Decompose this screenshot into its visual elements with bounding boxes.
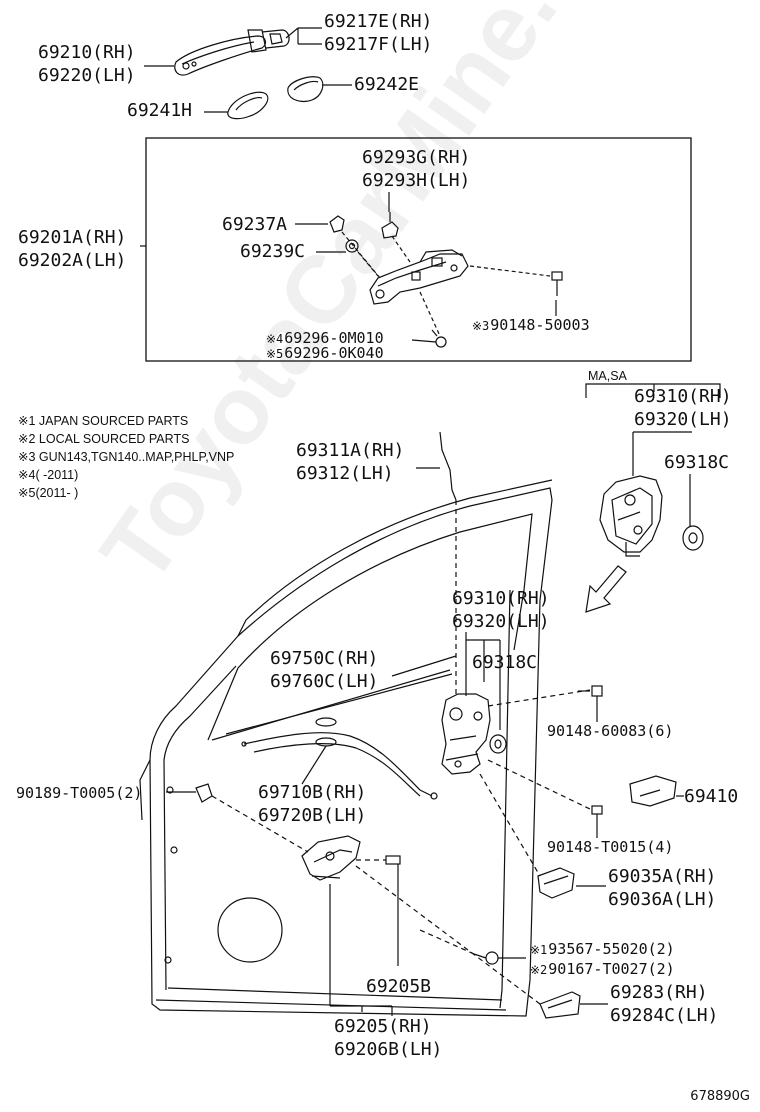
label-outside-handle-rh: 69210(RH) xyxy=(38,42,136,63)
note-mark-4: ※4 xyxy=(266,332,284,346)
note-mark-2: ※2 xyxy=(530,963,548,977)
rod-drawing xyxy=(439,431,457,501)
note-4: ※4( -2011) xyxy=(18,468,79,482)
label-part-69237a: 69237A xyxy=(222,214,288,235)
label-bezel-rh: 69283(RH) xyxy=(610,982,708,1003)
inside-handle-drawing xyxy=(301,835,361,881)
note-5: ※5(2011- ) xyxy=(18,486,79,500)
note-mark-3: ※3 xyxy=(472,319,490,333)
label-cable-rh: 69750C(RH) xyxy=(270,648,379,669)
label-screw-90148-50003: ※390148-50003 xyxy=(472,316,590,334)
lock-assy-top-drawing xyxy=(599,475,663,557)
bezel-drawing xyxy=(539,991,581,1019)
label-rod-rh: 69311A(RH) xyxy=(296,440,405,461)
part-69237a-drawing xyxy=(329,215,345,233)
label-outside-handle-lh: 69220(LH) xyxy=(38,65,136,86)
bracket-69293-drawing xyxy=(381,212,399,239)
label-lock-top-lh: 69320(LH) xyxy=(634,409,732,430)
label-cable2-rh: 69710B(RH) xyxy=(258,782,367,803)
seal-mid-drawing xyxy=(489,734,507,754)
note-3: ※3 GUN143,TGN140..MAP,PHLP,VNP xyxy=(18,450,235,464)
label-frame-lh: 69202A(LH) xyxy=(18,250,127,271)
outside-handle-drawing xyxy=(174,29,290,76)
label-pad-69241h: 69241H xyxy=(127,100,193,121)
label-screw-93567: ※193567-55020(2) xyxy=(530,940,675,958)
screw-90148-50003-drawing xyxy=(551,271,563,296)
label-cover-lh: 69036A(LH) xyxy=(608,889,717,910)
screw-93567-drawing xyxy=(473,951,499,965)
label-handle-cover-lh: 69217F(LH) xyxy=(324,34,433,55)
label-rod-lh: 69312(LH) xyxy=(296,463,394,484)
label-bracket-rh: 69293G(RH) xyxy=(362,147,471,168)
label-screw-90148-t0015: 90148-T0015(4) xyxy=(547,838,674,856)
note-1: ※1 JAPAN SOURCED PARTS xyxy=(18,414,189,428)
label-screw-90148-60083: 90148-60083(6) xyxy=(547,722,674,740)
note-mark-1: ※1 xyxy=(530,943,548,957)
label-frame-rh: 69201A(RH) xyxy=(18,227,127,248)
variant-label: MA,SA xyxy=(588,369,627,383)
part-69205b-drawing xyxy=(385,855,401,966)
pad-69242e-drawing xyxy=(287,76,324,103)
screw-90148-t0015-drawing xyxy=(591,805,603,838)
note-2: ※2 LOCAL SOURCED PARTS xyxy=(18,432,190,446)
label-bezel-lh: 69284C(LH) xyxy=(610,1005,719,1026)
label-lock-mid-rh: 69310(RH) xyxy=(452,588,550,609)
cable-drawing xyxy=(241,717,438,800)
direction-arrow-drawing xyxy=(585,565,627,613)
frame-box xyxy=(145,137,692,362)
seal-top-drawing xyxy=(682,525,704,551)
label-inside-handle-lh: 69206B(LH) xyxy=(334,1039,443,1060)
note-mark-5: ※5 xyxy=(266,347,284,361)
label-part-69205b: 69205B xyxy=(366,976,432,997)
label-bracket-lh: 69293H(LH) xyxy=(362,170,471,191)
label-lock-mid-lh: 69320(LH) xyxy=(452,611,550,632)
label-part-69296-0m010: ※469296-0M010 xyxy=(266,329,384,347)
label-cable2-lh: 69720B(LH) xyxy=(258,805,367,826)
label-cable-lh: 69760C(LH) xyxy=(270,671,379,692)
label-handle-cover-rh: 69217E(RH) xyxy=(324,11,433,32)
label-pad-69242e: 69242E xyxy=(354,74,420,95)
door-outline-drawing xyxy=(139,479,553,1017)
label-lock-top-rh: 69310(RH) xyxy=(634,386,732,407)
label-seal-mid: 69318C xyxy=(472,652,538,673)
label-cover-rh: 69035A(RH) xyxy=(608,866,717,887)
label-screw-90167: ※290167-T0027(2) xyxy=(530,960,675,978)
striker-drawing xyxy=(629,775,677,807)
label-seal-top: 69318C xyxy=(664,452,730,473)
clip-drawing xyxy=(195,783,213,803)
handle-frame-drawing xyxy=(369,249,469,305)
label-part-69296-0k040: ※569296-0K040 xyxy=(266,344,384,362)
figure-code: 678890G xyxy=(690,1089,750,1104)
lock-assy-mid-drawing xyxy=(441,693,491,775)
label-inside-handle-rh: 69205(RH) xyxy=(334,1016,432,1037)
label-part-69239c: 69239C xyxy=(240,241,306,262)
label-clip-90189: 90189-T0005(2) xyxy=(16,784,143,802)
label-striker: 69410 xyxy=(684,786,739,807)
cover-drawing xyxy=(537,867,575,899)
part-69239c-drawing xyxy=(345,239,359,253)
pad-69241h-drawing xyxy=(227,91,269,120)
